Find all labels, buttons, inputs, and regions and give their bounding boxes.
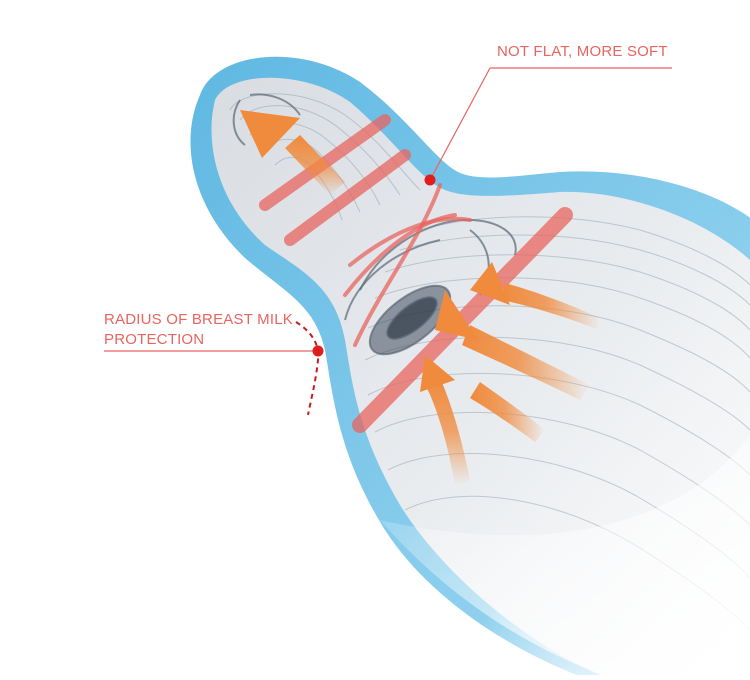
annotation-radius: RADIUS OF BREAST MILK PROTECTION bbox=[104, 310, 293, 350]
annotation-leaders bbox=[104, 67, 672, 416]
radius-arc bbox=[295, 321, 320, 416]
annotation-not-flat: NOT FLAT, MORE SOFT bbox=[497, 43, 668, 60]
right-pointing-arrow-icon bbox=[470, 382, 545, 442]
annotation-radius-line1: RADIUS OF BREAST MILK bbox=[104, 311, 293, 328]
fade-overlay bbox=[380, 434, 750, 680]
pressure-arrows bbox=[240, 110, 600, 485]
up-left-arrow-icon bbox=[240, 110, 345, 195]
up-arrow-icon bbox=[420, 355, 470, 485]
right-pointing-arrow-icon bbox=[435, 290, 590, 400]
annotation-dot-top bbox=[424, 174, 436, 186]
right-pointing-arrow-icon bbox=[470, 262, 600, 330]
annotation-radius-line2: PROTECTION bbox=[104, 331, 205, 348]
